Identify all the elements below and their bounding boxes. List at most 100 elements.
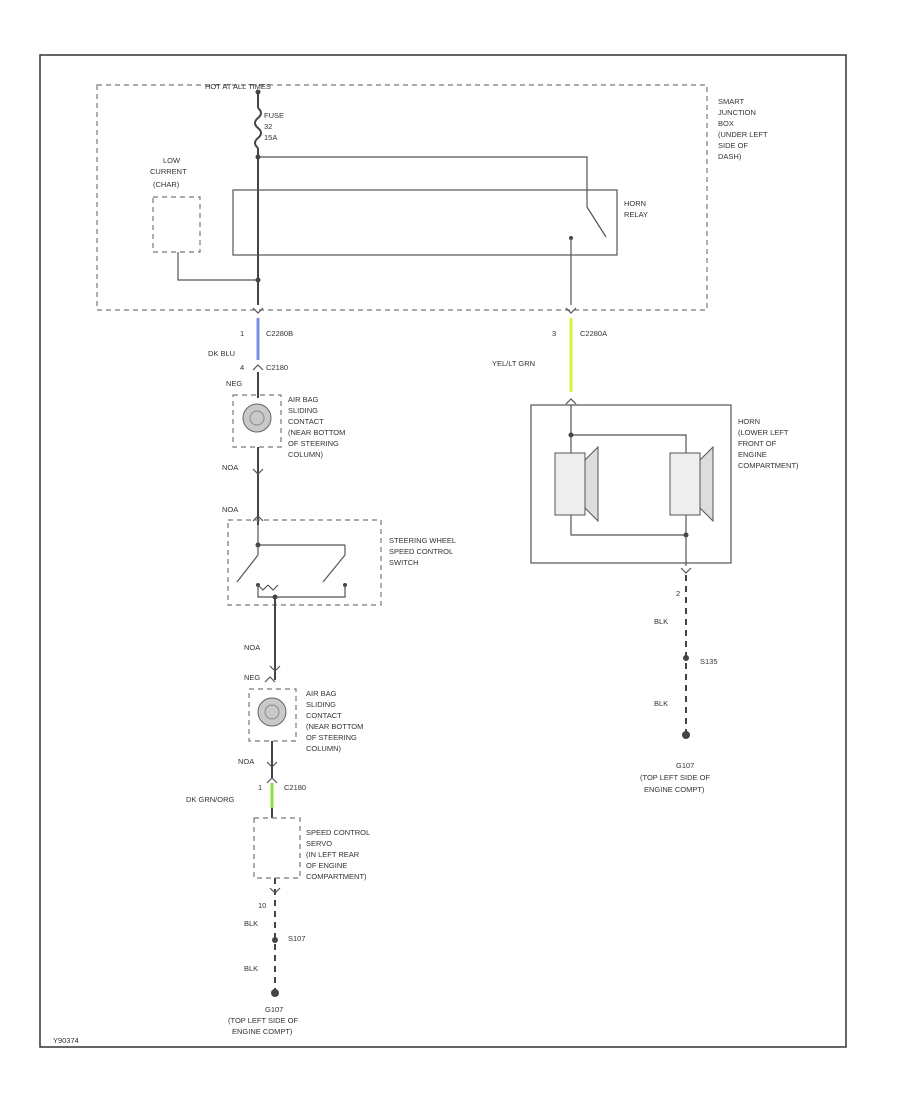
svg-text:FUSE: FUSE — [264, 111, 284, 120]
speed-control-servo-label: SPEED CONTROL SERVO (IN LEFT REAR OF ENG… — [306, 828, 370, 881]
svg-text:(TOP LEFT SIDE OF: (TOP LEFT SIDE OF — [640, 773, 710, 782]
svg-text:SWITCH: SWITCH — [389, 558, 419, 567]
wire-relay-feed — [258, 156, 588, 195]
svg-text:COLUMN): COLUMN) — [288, 450, 324, 459]
svg-text:AIR BAG: AIR BAG — [288, 395, 319, 404]
horn-speaker-right — [669, 445, 714, 523]
horn-connector-bottom — [680, 567, 692, 574]
svg-text:OF ENGINE: OF ENGINE — [306, 861, 347, 870]
horn-assembly-box — [530, 404, 732, 564]
switch-resistor — [257, 584, 279, 591]
c2280a-pin: 3 — [552, 329, 556, 338]
diagram-frame — [39, 54, 847, 1048]
s135-splice — [683, 655, 689, 661]
fuse-label: FUSE 32 15A — [264, 111, 284, 142]
horn-pin-label: 2 — [676, 589, 680, 598]
svg-text:HORN: HORN — [738, 417, 760, 426]
svg-text:ENGINE: ENGINE — [738, 450, 767, 459]
svg-text:DASH): DASH) — [718, 152, 742, 161]
neg-label-2: NEG — [244, 673, 260, 682]
svg-text:15A: 15A — [264, 133, 277, 142]
noa-label-a: NOA — [222, 463, 238, 472]
noa-label-b: NOA — [222, 505, 238, 514]
switch-common-bus — [257, 525, 345, 546]
blk-label-4: BLK — [654, 699, 668, 708]
airbag-contact-1-coil — [242, 403, 272, 433]
airbag-contact-2-coil — [257, 697, 287, 727]
svg-text:ENGINE COMPT): ENGINE COMPT) — [644, 785, 705, 794]
smart-junction-box — [96, 84, 708, 311]
blk-label-2: BLK — [244, 964, 258, 973]
horn-relay-label: HORN RELAY — [624, 199, 648, 219]
g107-right-label: G107 (TOP LEFT SIDE OF ENGINE COMPT) — [640, 761, 710, 794]
c2180-top-label: C2180 — [266, 363, 288, 372]
svg-text:ENGINE COMPT): ENGINE COMPT) — [232, 1027, 293, 1036]
connector-pin-10 — [269, 887, 281, 894]
low-current-junction — [255, 277, 261, 283]
svg-text:SLIDING: SLIDING — [288, 406, 318, 415]
speed-control-servo-box — [253, 817, 301, 879]
steering-switch-label: STEERING WHEEL SPEED CONTROL SWITCH — [389, 536, 456, 567]
power-source-label: HOT AT ALL TIMES — [205, 82, 271, 91]
switch-return-node — [272, 594, 278, 600]
steering-switch-box — [227, 519, 382, 606]
blk-label-3: BLK — [654, 617, 668, 626]
horn-return-wire — [570, 515, 687, 536]
pin-10-label: 10 — [258, 901, 266, 910]
relay-switch-arm — [586, 206, 607, 238]
svg-text:(CHAR): (CHAR) — [153, 180, 180, 189]
airbag-contact-2-inner — [264, 704, 280, 720]
wire-dk-blu-label: DK BLU — [208, 349, 235, 358]
svg-text:AIR BAG: AIR BAG — [306, 689, 337, 698]
svg-text:32: 32 — [264, 122, 272, 131]
wire-dk-grn-org-label: DK GRN/ORG — [186, 795, 235, 804]
svg-text:CURRENT: CURRENT — [150, 167, 187, 176]
svg-text:(UNDER LEFT: (UNDER LEFT — [718, 130, 768, 139]
c2180-connector-top — [252, 364, 264, 371]
low-current-label: LOW CURRENT (CHAR) — [150, 156, 187, 189]
airbag-contact-1-label: AIR BAG SLIDING CONTACT (NEAR BOTTOM OF … — [288, 395, 345, 459]
svg-text:OF STEERING: OF STEERING — [306, 733, 357, 742]
svg-text:HORN: HORN — [624, 199, 646, 208]
s107-label: S107 — [288, 934, 306, 943]
svg-text:BOX: BOX — [718, 119, 734, 128]
blk-label-1: BLK — [244, 919, 258, 928]
switch-arm-2 — [322, 554, 346, 583]
connector-neg-2 — [264, 676, 276, 683]
ground-g107-right — [682, 731, 690, 739]
svg-text:(NEAR BOTTOM: (NEAR BOTTOM — [306, 722, 363, 731]
svg-text:COMPARTMENT): COMPARTMENT) — [738, 461, 799, 470]
svg-text:SMART: SMART — [718, 97, 745, 106]
svg-text:CONTACT: CONTACT — [306, 711, 342, 720]
neg-label-top: NEG — [226, 379, 242, 388]
svg-text:(NEAR BOTTOM: (NEAR BOTTOM — [288, 428, 345, 437]
switch-return-bus — [257, 585, 346, 598]
c2280b-pin: 1 — [240, 329, 244, 338]
diagram-code: Y90374 — [53, 1036, 79, 1045]
c2180-top-pin: 4 — [240, 363, 244, 372]
noa-label-c: NOA — [244, 643, 260, 652]
connector-noa-d — [266, 761, 278, 768]
svg-text:SLIDING: SLIDING — [306, 700, 336, 709]
svg-text:G107: G107 — [265, 1005, 283, 1014]
c2280a-connector — [565, 307, 577, 314]
svg-text:OF STEERING: OF STEERING — [288, 439, 339, 448]
wire-low-current — [177, 252, 258, 281]
svg-text:(IN LEFT REAR: (IN LEFT REAR — [306, 850, 360, 859]
airbag-contact-1-box — [232, 394, 282, 448]
horn-feed-wire — [570, 405, 687, 453]
horn-label: HORN (LOWER LEFT FRONT OF ENGINE COMPART… — [738, 417, 799, 470]
svg-text:G107: G107 — [676, 761, 694, 770]
airbag-contact-2-box — [248, 688, 297, 742]
horn-relay-box — [232, 189, 618, 256]
connector-noa-c — [269, 665, 281, 672]
svg-text:(TOP LEFT SIDE OF: (TOP LEFT SIDE OF — [228, 1016, 298, 1025]
horn-speaker-left — [554, 445, 599, 523]
connector-noa-b — [252, 515, 264, 522]
svg-text:SPEED CONTROL: SPEED CONTROL — [306, 828, 370, 837]
ground-g107-left — [271, 989, 279, 997]
horn-connector-top — [565, 398, 577, 405]
svg-text:(LOWER LEFT: (LOWER LEFT — [738, 428, 789, 437]
switch-arm-1 — [236, 554, 259, 583]
